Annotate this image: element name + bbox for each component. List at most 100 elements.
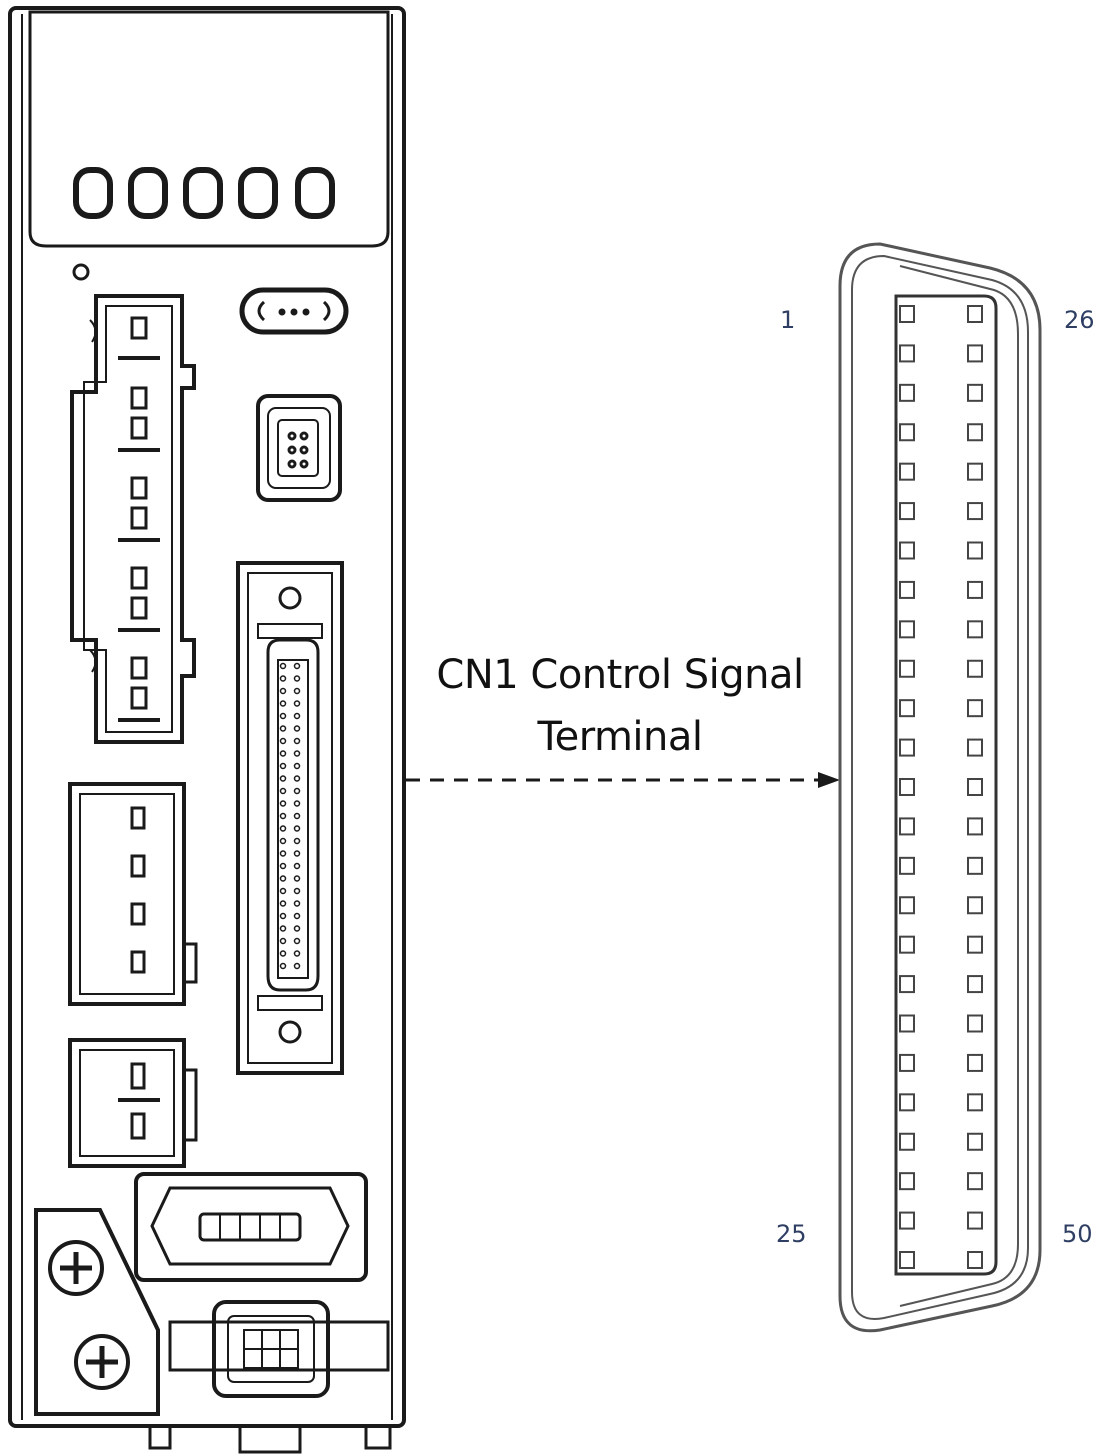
cn1-drive-pin: [293, 737, 301, 745]
cn1-drive-pin: [279, 937, 287, 945]
comm-port: [168, 1300, 390, 1398]
ground-screw-top-icon: [48, 1240, 104, 1296]
cn1-drive-pin: [293, 787, 301, 795]
cn1-drive-pin: [293, 875, 301, 882]
cn1-drive-pin: [293, 912, 301, 920]
cn1-pin-right: [967, 699, 983, 718]
ground-screw-bottom-icon: [74, 1334, 130, 1390]
cn1-drive-pin: [279, 812, 287, 820]
cn1-drive-pin: [293, 850, 301, 857]
motor-terminal-block: [68, 782, 198, 1006]
cn1-pin-left: [899, 541, 915, 560]
pin-label-26: 26: [1064, 306, 1095, 334]
callout-line-2: Terminal: [537, 714, 703, 760]
cn1-drive-pin: [293, 762, 301, 770]
cn1-drive-pin: [279, 725, 287, 732]
cn1-drive-pin: [279, 912, 287, 920]
status-led: [72, 263, 90, 281]
cn1-pin-right: [967, 620, 983, 639]
cn1-pin-right: [967, 1093, 983, 1112]
cn1-pin-left: [899, 1093, 915, 1112]
cn1-drive-pin: [279, 737, 287, 745]
cn1-connector-drive: [236, 561, 344, 1075]
cn1-pin-left: [899, 817, 915, 836]
power-terminal-block: [70, 294, 196, 744]
ground-terminal: [34, 1208, 160, 1416]
cn1-pin-left: [899, 1053, 915, 1072]
cn1-pin-right: [967, 1053, 983, 1072]
cn1-drive-pin: [279, 675, 287, 682]
cn1-drive-pin: [293, 700, 301, 707]
cn1-pin-right: [967, 1014, 983, 1033]
cn1-drive-pin: [279, 887, 287, 895]
cn1-pin-left: [899, 580, 915, 599]
cn1-pin-right: [967, 1132, 983, 1151]
cn1-pin-left: [899, 305, 915, 323]
cn1-drive-pin: [279, 662, 287, 670]
cn1-pin-right: [967, 1172, 983, 1191]
cn1-drive-pin: [279, 700, 287, 707]
brake-terminal-block: [68, 1038, 198, 1168]
drive-body: [8, 6, 406, 1428]
cn1-pin-right: [967, 1211, 983, 1230]
cn1-drive-pin: [293, 750, 301, 757]
encoder-connector: [134, 1172, 368, 1282]
charge-indicator: [239, 287, 349, 335]
cn1-drive-pin: [279, 712, 287, 720]
usb-port: [256, 394, 342, 502]
cn1-pin-right: [967, 778, 983, 796]
pin-label-25: 25: [776, 1220, 807, 1248]
cn1-pin-left: [899, 620, 915, 639]
cn1-pin-left: [899, 1014, 915, 1033]
cn1-drive-pin: [293, 687, 301, 695]
arrow-head-icon: [818, 772, 840, 788]
cn1-drive-pin: [279, 750, 287, 757]
cn1-pin-left: [899, 935, 915, 954]
cn1-drive-pin: [293, 800, 301, 807]
display-window: [28, 10, 390, 248]
cn1-connector-enlarged: [838, 242, 1042, 1333]
cn1-pin-left: [899, 738, 915, 757]
servo-drive: [8, 6, 406, 1454]
cn1-drive-pin: [293, 887, 301, 895]
cn1-pin-right: [967, 817, 983, 836]
cn1-pin-right: [967, 896, 983, 915]
cn1-pin-left: [899, 1211, 915, 1230]
cn1-drive-pin: [279, 687, 287, 695]
cn1-drive-pin: [293, 937, 301, 945]
pin-label-1: 1: [780, 306, 796, 334]
cn1-drive-pins: [279, 662, 301, 970]
cn1-pin-right: [967, 305, 983, 323]
cn1-drive-pin: [293, 925, 301, 932]
cn1-pin-right: [967, 738, 983, 757]
cn1-drive-pin: [279, 762, 287, 770]
cn1-pin-left: [899, 778, 915, 796]
cn1-pin-right: [967, 975, 983, 994]
cn1-pin-right: [967, 659, 983, 678]
cn1-drive-pin: [279, 875, 287, 882]
cn1-pin-left: [899, 462, 915, 481]
cn1-pin-right: [967, 541, 983, 560]
cn1-drive-pin: [293, 900, 301, 907]
cn1-pin-left: [899, 344, 915, 363]
cn1-drive-pin: [293, 712, 301, 720]
cn1-drive-pin: [279, 825, 287, 832]
cn1-pin-left: [899, 896, 915, 915]
cn1-pin-left: [899, 1172, 915, 1191]
cn1-drive-pin: [279, 787, 287, 795]
cn1-drive-pin: [293, 950, 301, 957]
cn1-pin-left: [899, 1251, 915, 1269]
seven-segment-digits: [73, 167, 335, 219]
cn1-pin-right: [967, 344, 983, 363]
cn1-pin-right: [967, 935, 983, 954]
cn1-pin-left: [899, 975, 915, 994]
cn1-drive-pin: [293, 825, 301, 832]
cn1-pin-left: [899, 383, 915, 402]
cn1-drive-pin: [279, 962, 287, 970]
cn1-pin-right: [967, 423, 983, 442]
cn1-drive-pin: [279, 862, 287, 870]
cn1-pin-right: [967, 383, 983, 402]
cn1-drive-pin: [279, 900, 287, 907]
cn1-pin-left: [899, 699, 915, 718]
